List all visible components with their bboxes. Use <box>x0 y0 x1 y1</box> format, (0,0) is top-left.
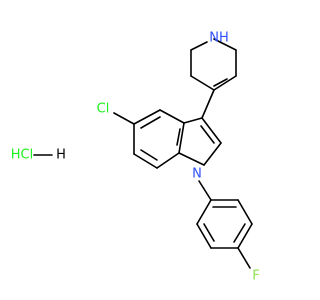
salt-acid-label: HCl <box>11 148 33 163</box>
salt-hydrogen-label: H <box>56 148 66 163</box>
bond <box>198 180 212 201</box>
bond <box>201 117 222 144</box>
atom-label-cl: Cl <box>97 102 110 117</box>
bond <box>133 153 158 169</box>
indole-core <box>113 109 222 169</box>
fluorophenyl-ring <box>196 199 253 269</box>
bond <box>140 149 158 161</box>
atom-label-f: F <box>252 269 259 284</box>
bond <box>190 75 215 91</box>
bond <box>237 223 253 249</box>
atom-label-nh: NH <box>209 31 229 46</box>
bond <box>196 199 212 225</box>
bond <box>213 78 228 87</box>
molecule-diagram: NH Cl N F HCl H <box>11 31 260 284</box>
bond <box>178 152 205 166</box>
bond <box>203 223 215 242</box>
tetrahydropyridine-ring <box>190 38 237 91</box>
bond <box>178 122 185 154</box>
bond <box>156 152 180 169</box>
bond <box>159 109 185 124</box>
bond <box>237 247 251 269</box>
bond <box>113 112 135 125</box>
bond <box>190 41 208 51</box>
bond <box>213 75 237 91</box>
bond <box>233 223 246 243</box>
bond <box>183 117 203 124</box>
bond <box>133 109 161 125</box>
bond <box>237 199 253 225</box>
bond <box>203 142 222 166</box>
bond <box>196 223 212 249</box>
bond <box>213 38 237 51</box>
bond <box>201 89 215 119</box>
atom-label-n: N <box>192 167 202 182</box>
bond <box>140 116 161 129</box>
bond <box>176 128 181 146</box>
bond <box>200 125 215 144</box>
